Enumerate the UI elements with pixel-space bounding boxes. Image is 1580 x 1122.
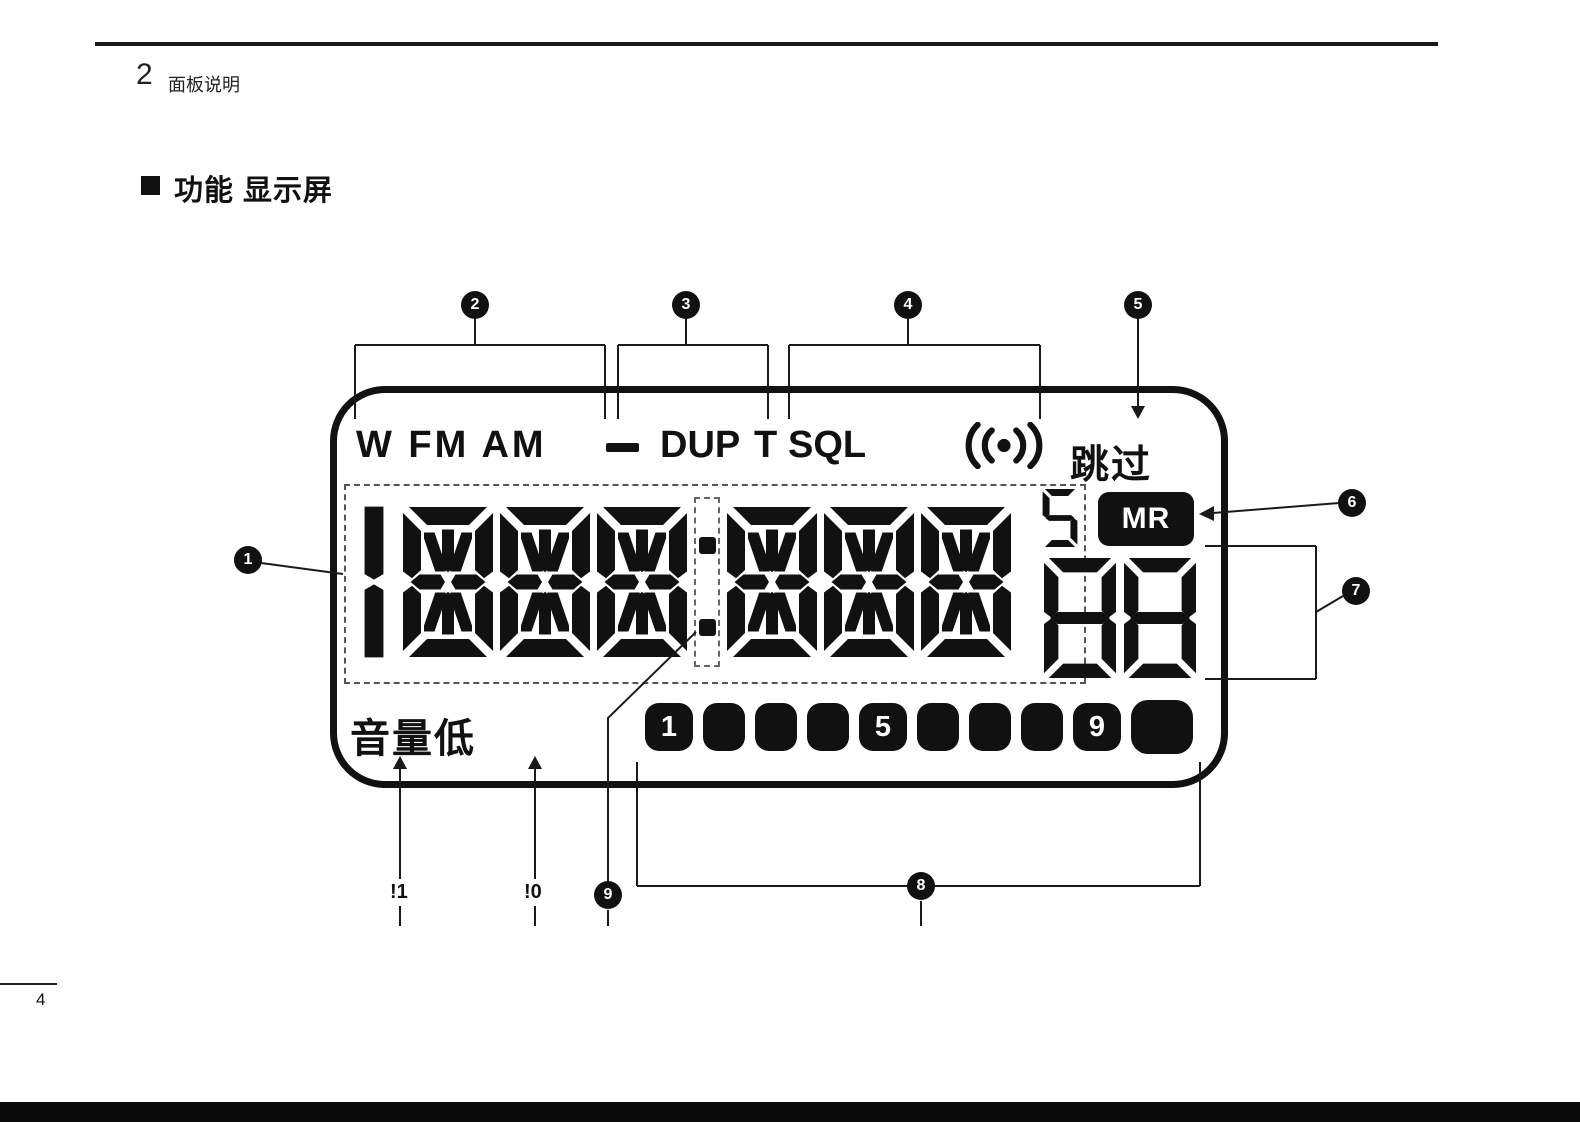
meter-segment (917, 703, 959, 751)
mode-indicator: W FM AM (356, 424, 547, 466)
section-bullet (141, 176, 160, 195)
meter-segment (755, 703, 797, 751)
callout-5: 5 (1124, 291, 1152, 319)
bottom-bar (0, 1102, 1580, 1122)
frequency-digit (352, 497, 396, 667)
channel-digit (1124, 556, 1196, 680)
callout-10: !0 (522, 881, 544, 904)
skip-indicator: 跳过 (1070, 444, 1153, 487)
frequency-digit (727, 497, 817, 667)
busy-signal-icon (956, 421, 1052, 474)
frequency-digits (352, 497, 1011, 667)
memory-mode-badge: MR (1098, 492, 1194, 546)
callout-9: 9 (594, 881, 622, 909)
callout-8: 8 (907, 872, 935, 900)
meter-segment (807, 703, 849, 751)
frequency-digits-zone (344, 484, 1086, 684)
chapter-title: 面板说明 (168, 75, 240, 95)
decimal-point (694, 497, 720, 667)
meter-segment (1021, 703, 1063, 751)
callout-7: 7 (1342, 577, 1370, 605)
chapter-number: 2 (136, 58, 153, 91)
duplex-minus-indicator (606, 443, 639, 452)
volume-low-indicator: 音量低 (350, 717, 476, 761)
frequency-digit (403, 497, 493, 667)
callout-4: 4 (894, 291, 922, 319)
memory-channel-digits (1044, 556, 1196, 680)
footer-divider (0, 983, 57, 985)
callout-6: 6 (1338, 489, 1366, 517)
frequency-small-digit (1042, 489, 1078, 552)
frequency-digit (921, 497, 1011, 667)
signal-meter: 1 5 9 (645, 700, 1193, 754)
meter-segment: 5 (859, 703, 907, 751)
meter-segment: 9 (1073, 703, 1121, 751)
callout-3: 3 (672, 291, 700, 319)
channel-digit (1044, 556, 1116, 680)
meter-segment (1131, 700, 1193, 754)
top-divider (95, 42, 1438, 46)
meter-segment (703, 703, 745, 751)
callout-2: 2 (461, 291, 489, 319)
frequency-digit (500, 497, 590, 667)
meter-segment (969, 703, 1011, 751)
page-number: 4 (36, 990, 46, 1009)
section-title: 功能 显示屏 (174, 175, 334, 207)
tone-squelch-indicator: SQL (788, 424, 867, 466)
callout-1: 1 (234, 546, 262, 574)
tone-indicator: T (754, 424, 778, 466)
frequency-digit (824, 497, 914, 667)
meter-segment: 1 (645, 703, 693, 751)
frequency-digit (597, 497, 687, 667)
callout-11: !1 (388, 881, 410, 904)
duplex-indicator: DUP (660, 424, 741, 466)
